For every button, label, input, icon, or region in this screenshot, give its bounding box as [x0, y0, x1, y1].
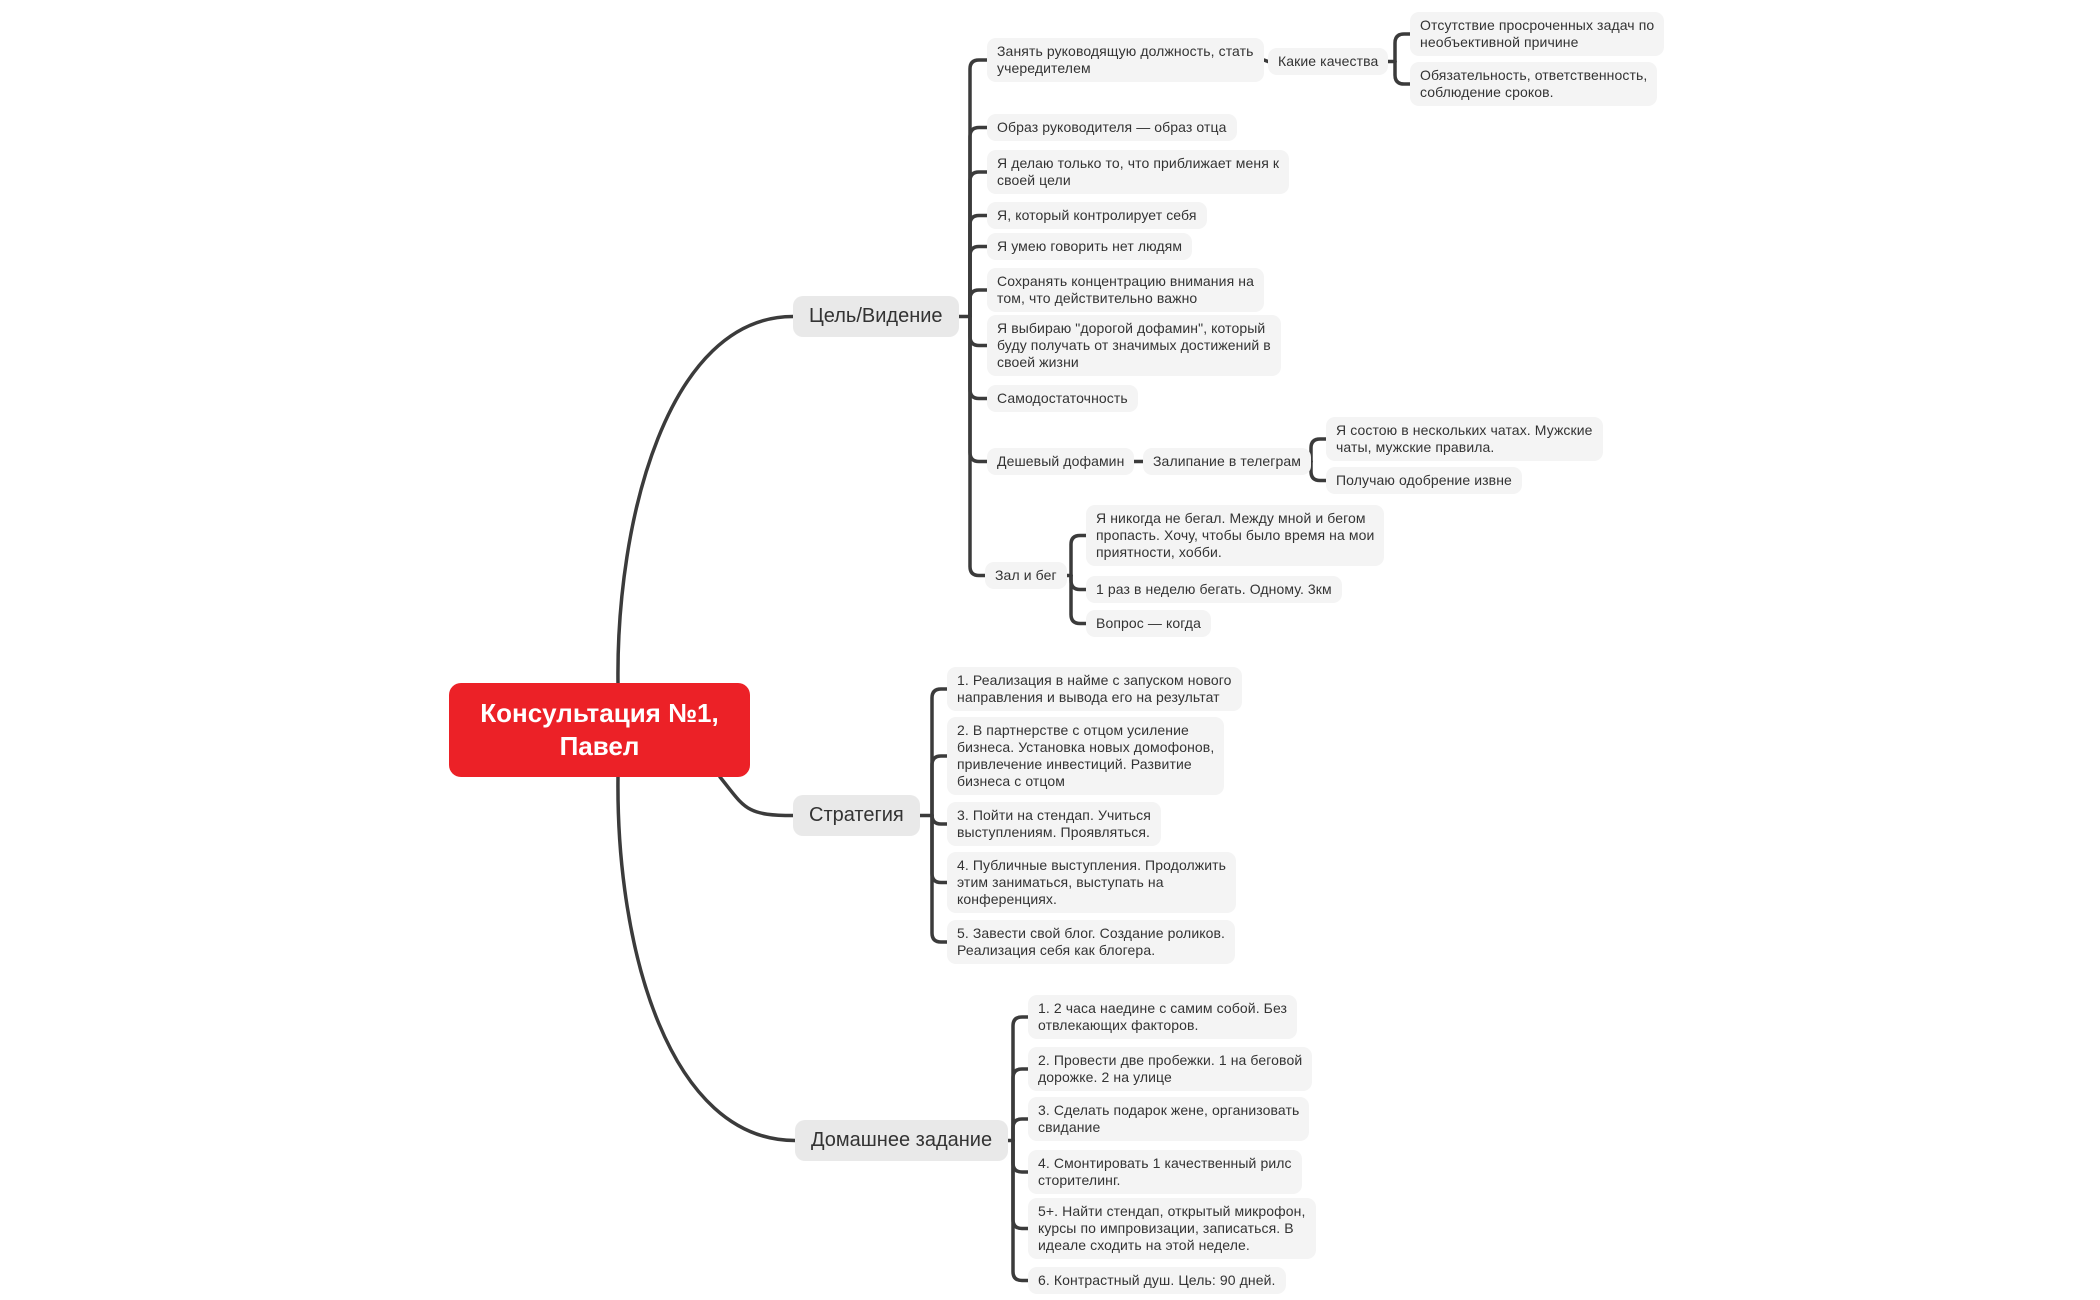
subtopic-node[interactable]: 5. Завести свой блог. Создание роликов. …: [947, 920, 1236, 964]
subtopic-node[interactable]: 5+. Найти стендап, открытый микрофон, ку…: [1028, 1198, 1316, 1259]
subtopic-node[interactable]: Я, который контролирует себя: [987, 202, 1207, 229]
subtopic-node[interactable]: Получаю одобрение извне: [1326, 467, 1522, 494]
connector-line: [968, 213, 989, 319]
connector-line: [1393, 59, 1412, 86]
subtopic-node[interactable]: Я никогда не бегал. Между мной и бегом п…: [1086, 505, 1385, 566]
connector-line: [930, 754, 949, 818]
subtopic-node[interactable]: 4. Публичные выступления. Продолжить эти…: [947, 852, 1237, 913]
connector-line: [968, 244, 989, 319]
connector-line: [930, 687, 949, 818]
subtopic-node[interactable]: Какие качества: [1268, 48, 1389, 75]
subtopic-node[interactable]: Дешевый дофамин: [987, 448, 1135, 475]
subtopic-node[interactable]: 1 раз в неделю бегать. Одному. 3км: [1086, 576, 1342, 603]
connector-line: [968, 314, 989, 401]
connector-line: [930, 813, 949, 944]
subtopic-node[interactable]: Образ руководителя — образ отца: [987, 114, 1237, 141]
connector-line: [1309, 459, 1328, 483]
main-topic-goal-vision[interactable]: Цель/Видение: [793, 296, 959, 337]
subtopic-node[interactable]: Сохранять концентрацию внимания на том, …: [987, 268, 1264, 312]
connector-line: [616, 775, 797, 1143]
subtopic-node[interactable]: Зал и бег: [985, 562, 1067, 589]
subtopic-node[interactable]: Я состою в нескольких чатах. Мужские чат…: [1326, 417, 1603, 461]
connector-line: [1011, 1067, 1030, 1143]
subtopic-node[interactable]: Я выбираю "дорогой дофамин", который буд…: [987, 315, 1281, 376]
subtopic-node[interactable]: 6. Контрастный душ. Цель: 90 дней.: [1028, 1267, 1286, 1294]
main-topic-homework[interactable]: Домашнее задание: [795, 1120, 1009, 1161]
subtopic-node[interactable]: 2. В партнерстве с отцом усиление бизнес…: [947, 717, 1225, 795]
connector-line: [930, 813, 949, 826]
subtopic-node[interactable]: Самодостаточность: [987, 385, 1138, 412]
connector-line: [718, 775, 795, 818]
connector-line: [616, 314, 795, 685]
connector-line: [968, 58, 989, 319]
connector-line: [1011, 1117, 1030, 1143]
connector-line: [1069, 533, 1088, 578]
connector-line: [1069, 573, 1088, 626]
subtopic-node[interactable]: 1. Реализация в найме с запуском нового …: [947, 667, 1242, 711]
subtopic-node[interactable]: Обязательность, ответственность, соблюде…: [1410, 62, 1658, 106]
subtopic-node[interactable]: 3. Пойти на стендап. Учиться выступления…: [947, 802, 1161, 846]
subtopic-node[interactable]: Я умею говорить нет людям: [987, 233, 1193, 260]
subtopic-node[interactable]: 4. Смонтировать 1 качественный рилс стор…: [1028, 1150, 1302, 1194]
connector-line: [968, 170, 989, 319]
connector-line: [1309, 437, 1328, 464]
subtopic-node[interactable]: Залипание в телеграм: [1143, 448, 1311, 475]
connector-line: [1393, 32, 1412, 64]
connector-line: [968, 125, 989, 319]
subtopic-node[interactable]: Вопрос — когда: [1086, 610, 1211, 637]
subtopic-node[interactable]: Отсутствие просроченных задач по необъек…: [1410, 12, 1665, 56]
central-topic[interactable]: Консультация №1, Павел: [449, 683, 750, 777]
connector-line: [1262, 58, 1270, 64]
subtopic-node[interactable]: 3. Сделать подарок жене, организовать св…: [1028, 1097, 1310, 1141]
connector-line: [1011, 1015, 1030, 1143]
subtopic-node[interactable]: Занять руководящую должность, стать учер…: [987, 38, 1264, 82]
subtopic-node[interactable]: 1. 2 часа наедине с самим собой. Без отв…: [1028, 995, 1298, 1039]
connector-line: [968, 314, 989, 464]
connector-line: [968, 314, 987, 578]
subtopic-node[interactable]: 2. Провести две пробежки. 1 на беговой д…: [1028, 1047, 1313, 1091]
connector-line: [1011, 1138, 1030, 1231]
connector-line: [1011, 1138, 1030, 1283]
connector-line: [968, 288, 989, 319]
connector-line: [1011, 1138, 1030, 1174]
subtopic-node[interactable]: Я делаю только то, что приближает меня к…: [987, 150, 1290, 194]
connector-line: [968, 314, 989, 348]
connector-line: [1069, 573, 1088, 592]
main-topic-strategy[interactable]: Стратегия: [793, 795, 920, 836]
